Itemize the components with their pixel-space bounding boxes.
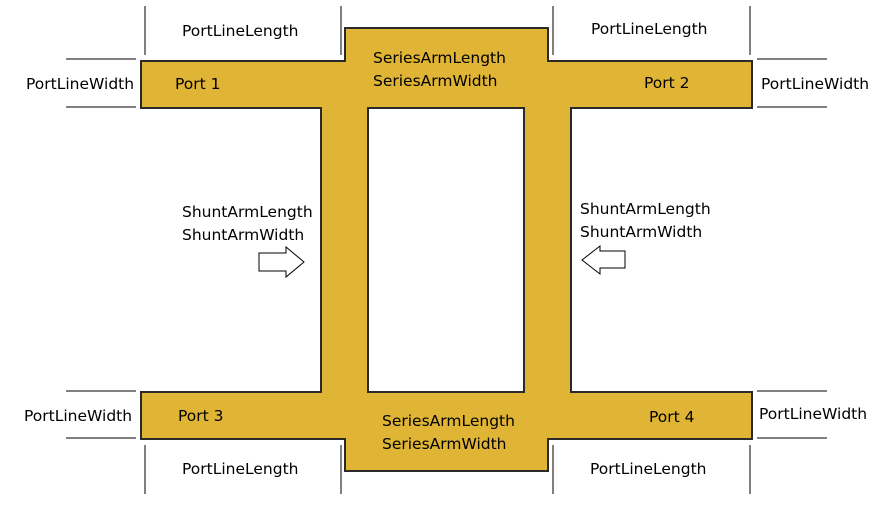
port-line-width-label-top-left: PortLineWidth (26, 75, 134, 93)
port-line-length-label-bottom-right: PortLineLength (590, 460, 707, 478)
series-arm-length-label-bottom: SeriesArmLength (382, 412, 515, 430)
port-line-length-label-bottom-left: PortLineLength (182, 460, 299, 478)
shunt-arm-width-label-left: ShuntArmWidth (182, 226, 304, 244)
shunt-arm-length-label-left: ShuntArmLength (182, 203, 313, 221)
port-3-label: Port 3 (178, 407, 224, 425)
port-4-label: Port 4 (649, 408, 695, 426)
coupler-trace (140, 27, 753, 472)
port-2-label: Port 2 (644, 74, 690, 92)
series-arm-width-label-bottom: SeriesArmWidth (382, 435, 507, 453)
port-line-length-label-top-right: PortLineLength (591, 20, 708, 38)
series-arm-length-label-top: SeriesArmLength (373, 49, 506, 67)
port-line-width-label-bottom-left: PortLineWidth (24, 407, 132, 425)
arrow-right-icon (258, 245, 305, 279)
port-1-label: Port 1 (175, 75, 221, 93)
port-line-width-label-top-right: PortLineWidth (761, 75, 869, 93)
port-line-width-label-bottom-right: PortLineWidth (759, 405, 867, 423)
shunt-arm-width-label-right: ShuntArmWidth (580, 223, 702, 241)
arrow-left-icon (581, 244, 626, 276)
port-line-length-label-top-left: PortLineLength (182, 22, 299, 40)
series-arm-width-label-top: SeriesArmWidth (373, 72, 498, 90)
shunt-arm-length-label-right: ShuntArmLength (580, 200, 711, 218)
